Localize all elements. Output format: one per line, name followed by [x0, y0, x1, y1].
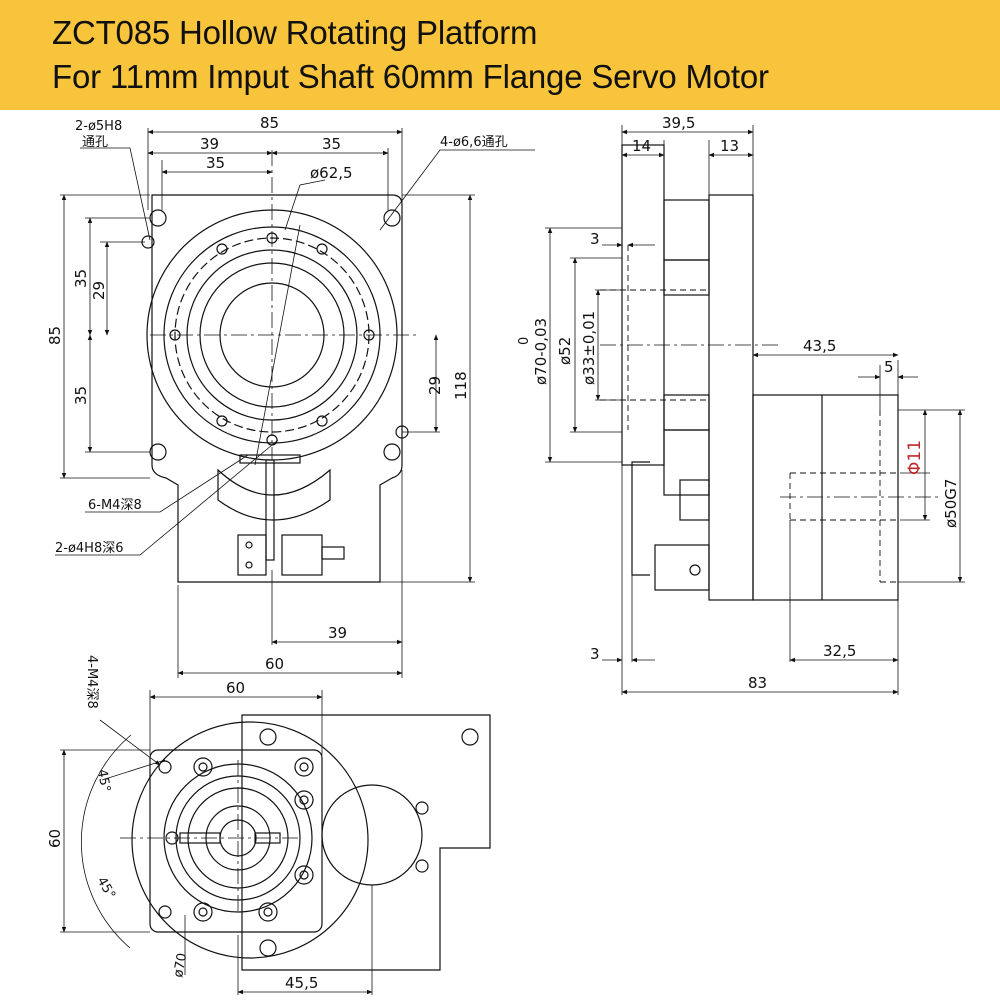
bottom-angle-45-top: 45°	[94, 768, 113, 793]
side-rotary-bottom	[663, 429, 710, 496]
bottom-view	[60, 690, 491, 995]
lower-housing	[217, 468, 331, 521]
front-dim-35-inner: 35	[206, 154, 225, 172]
front-dim-phi625: ø62,5	[310, 164, 353, 182]
side-dim-325: 32,5	[823, 642, 856, 660]
sensor-block	[237, 534, 267, 576]
side-dim-395: 39,5	[662, 114, 695, 132]
side-sensor	[654, 544, 710, 591]
front-dim-35-lower: 35	[72, 386, 90, 405]
side-motor-body	[752, 394, 899, 601]
side-flange	[708, 194, 754, 601]
bottom-motor-circle	[321, 784, 423, 886]
title-banner: ZCT085 Hollow Rotating Platform For 11mm…	[0, 0, 1000, 110]
front-view	[55, 128, 535, 678]
mount-hole	[383, 443, 401, 461]
front-dim-85: 85	[260, 114, 279, 132]
front-dim-39-bottom: 39	[328, 624, 347, 642]
side-view	[545, 125, 965, 695]
side-dim-83: 83	[748, 674, 767, 692]
front-dim-35-right: 35	[322, 135, 341, 153]
title-line-2: For 11mm Imput Shaft 60mm Flange Servo M…	[52, 58, 769, 95]
side-dim-14: 14	[632, 137, 651, 155]
front-callout-pins-sub: 通孔	[82, 135, 108, 150]
side-dim-13: 13	[720, 137, 739, 155]
front-dim-60-bottom: 60	[265, 655, 284, 673]
side-dim-3-bottom: 3	[590, 645, 600, 663]
sensor-bracket	[239, 454, 301, 464]
side-dim-phi52: ø52	[556, 337, 574, 365]
sensor-body	[281, 534, 323, 576]
bottom-right-plate	[241, 714, 491, 971]
side-dim-phi50: ø50G7	[942, 479, 960, 528]
side-dim-435: 43,5	[803, 337, 836, 355]
m4-hole	[316, 415, 328, 427]
side-dim-phi70-tol: 0	[517, 337, 532, 345]
m4-hole	[216, 415, 228, 427]
title-line-1: ZCT085 Hollow Rotating Platform	[52, 14, 538, 51]
side-dim-phi11: Φ11	[905, 440, 925, 475]
m4-hole	[316, 243, 328, 255]
plate-hole	[259, 728, 277, 746]
front-callout-pin2: 2-ø4H8深6	[55, 541, 124, 556]
plate-hole	[461, 728, 479, 746]
bottom-angle-45-bottom: 45°	[94, 875, 119, 902]
side-dim-phi70: ø70-0,03	[532, 318, 550, 385]
sensor-rod	[265, 459, 275, 561]
bottom-callout-m4: 4-M4深8	[84, 655, 99, 709]
bottom-dim-phi70: ø70	[171, 952, 190, 979]
side-rotary-top	[663, 199, 710, 261]
front-dim-29-right: 29	[426, 376, 444, 395]
front-callout-pins: 2-ø5H8	[75, 119, 122, 134]
plate-hole	[259, 939, 277, 957]
side-dim-3-top: 3	[590, 230, 600, 248]
mount-hole	[383, 209, 401, 227]
bottom-outer-circle	[131, 721, 369, 959]
front-dim-35-upper: 35	[72, 269, 90, 288]
front-dim-118: 118	[452, 371, 470, 400]
front-callout-holes: 4-ø6,6通孔	[440, 135, 508, 150]
bottom-dim-60-left: 60	[46, 829, 64, 848]
bottom-dim-60-top: 60	[226, 679, 245, 697]
bottom-dim-455: 45,5	[285, 974, 318, 992]
front-dim-39: 39	[200, 135, 219, 153]
m4-hole	[216, 243, 228, 255]
side-dim-5: 5	[884, 358, 894, 376]
front-plate-outline	[151, 194, 403, 583]
sensor-plug	[321, 546, 345, 560]
front-dim-85-vertical: 85	[46, 326, 64, 345]
front-callout-m4: 6-M4深8	[88, 498, 142, 513]
front-dim-29-left: 29	[90, 281, 108, 300]
side-dim-phi33: ø33±0,01	[580, 311, 598, 385]
